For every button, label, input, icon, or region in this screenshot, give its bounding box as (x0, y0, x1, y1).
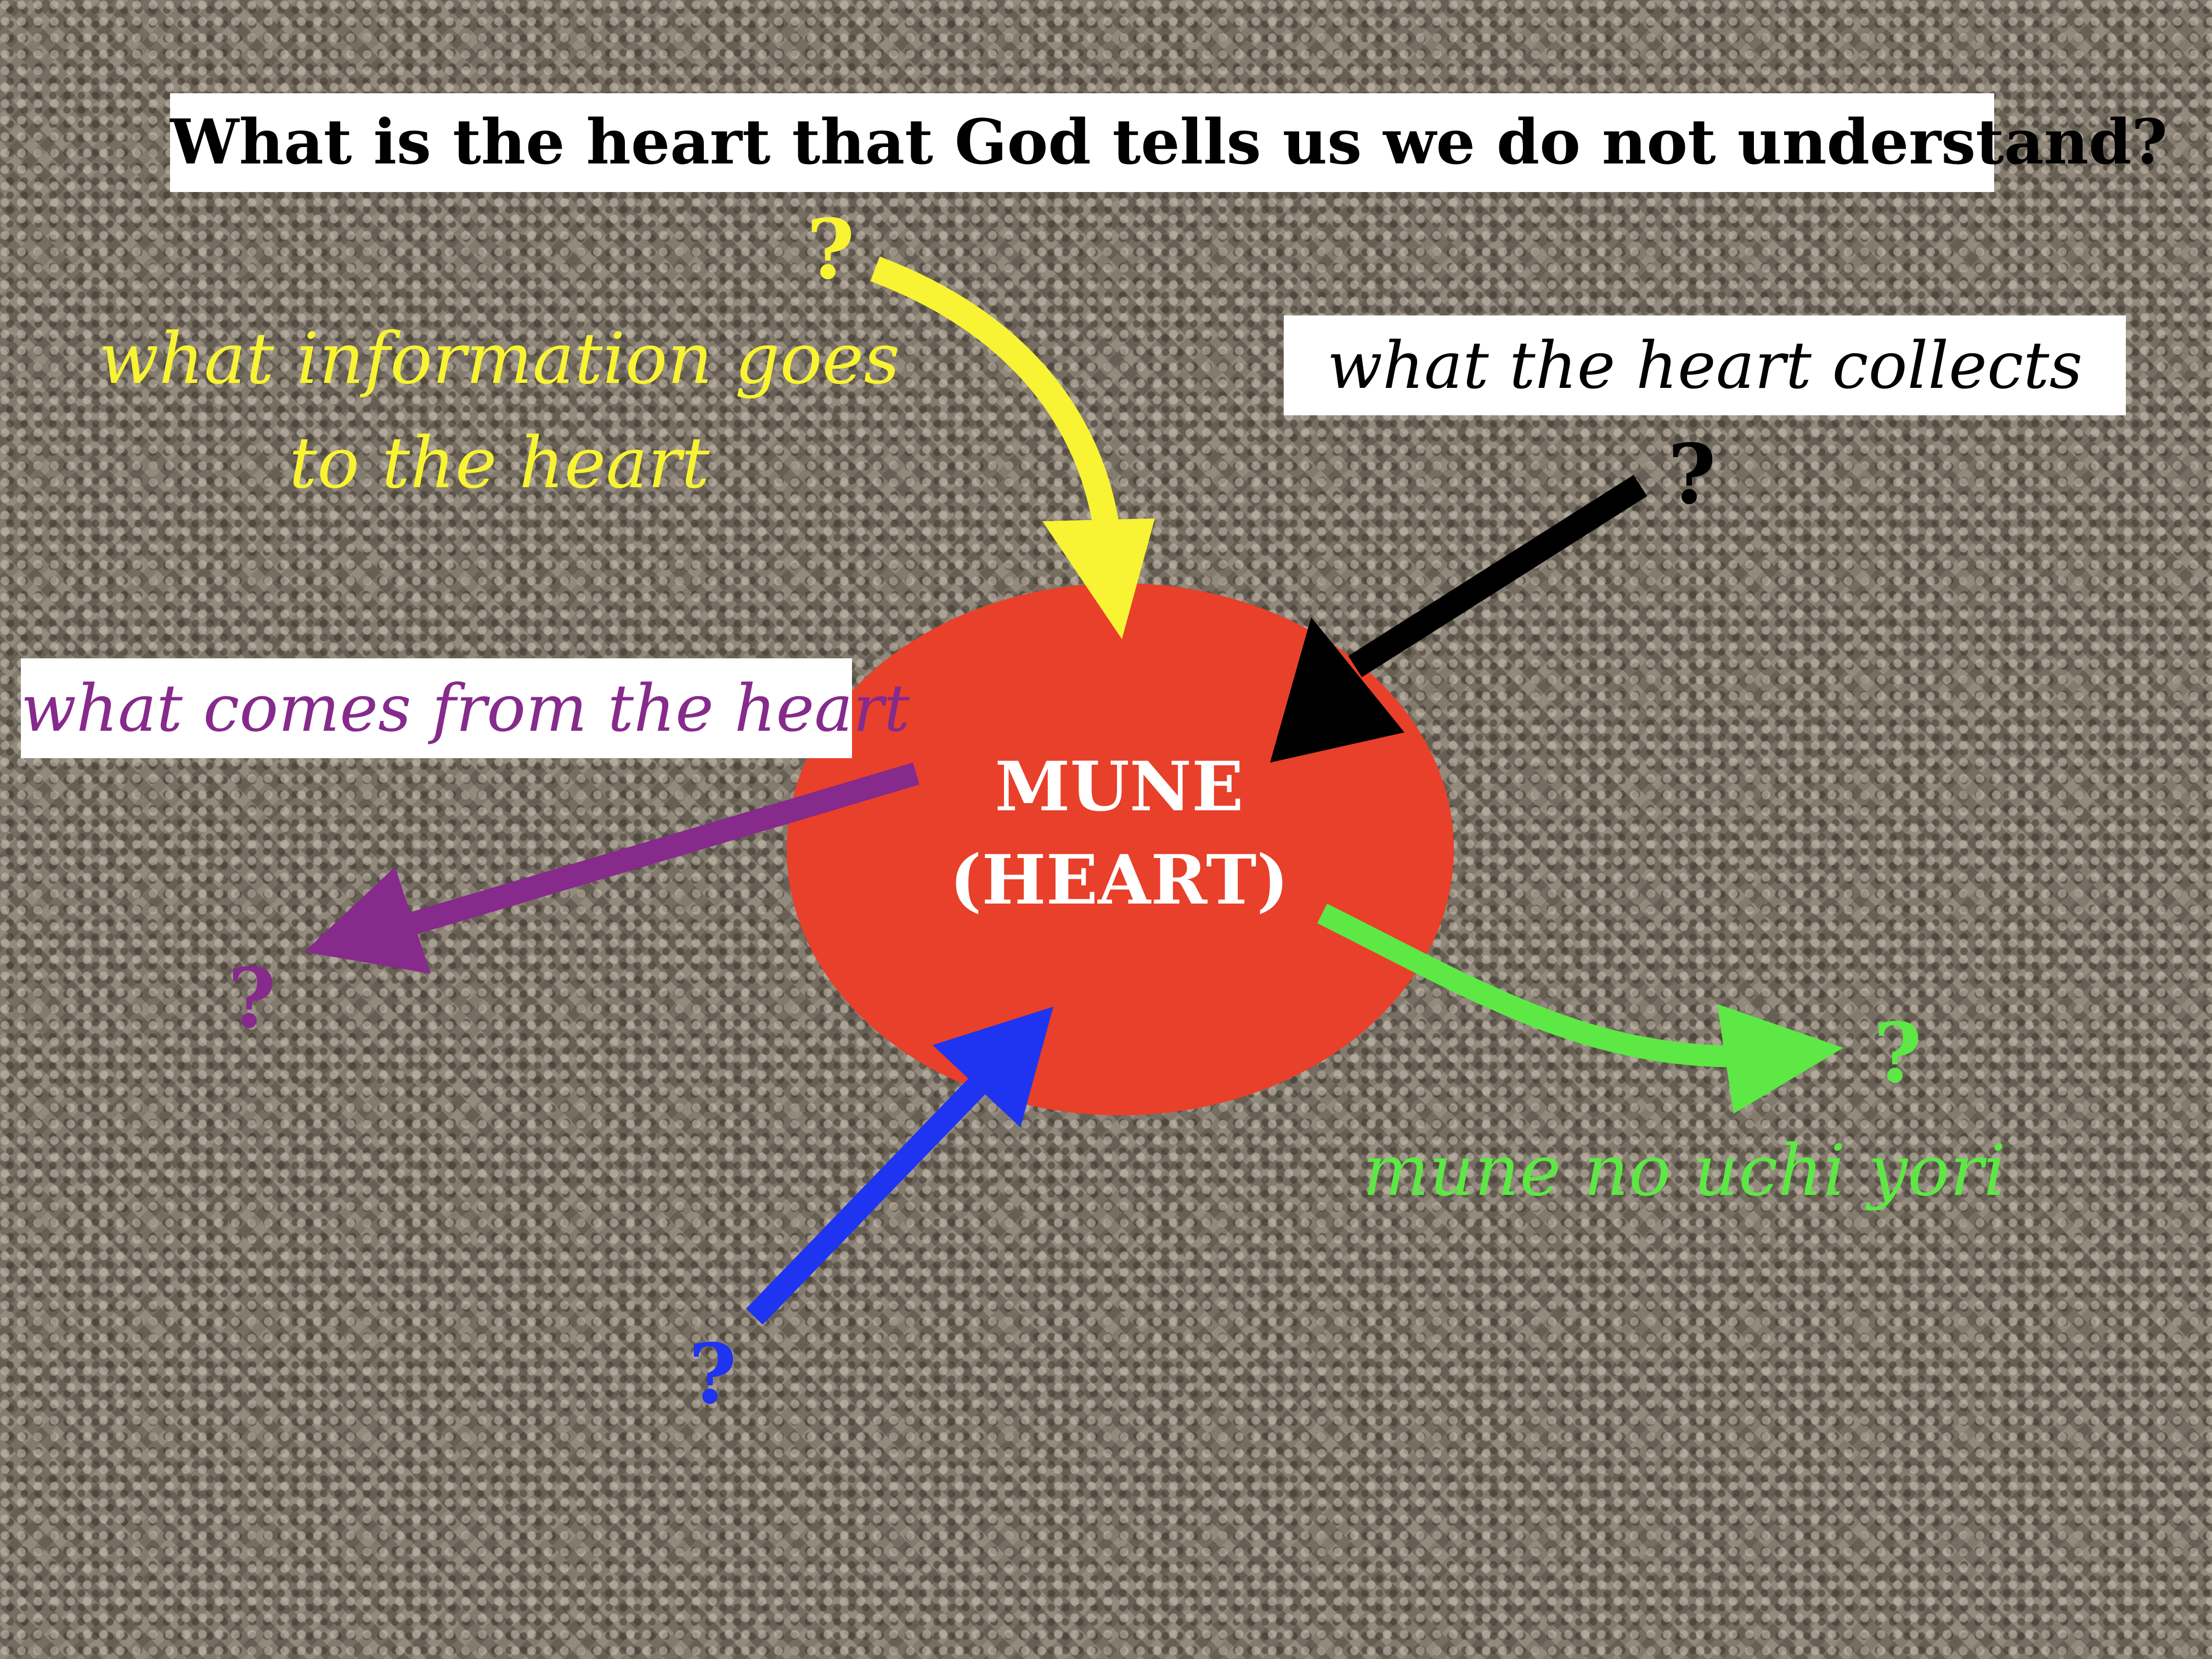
yellow-question-mark: ? (806, 201, 855, 298)
green-arrowhead (1717, 1004, 1843, 1114)
green-arrow (1317, 904, 1756, 1068)
collects-label-box: what the heart collects (1284, 315, 2126, 415)
green-question-mark: ? (1874, 1005, 1922, 1102)
black-arrow (1348, 475, 1647, 678)
page-title: What is the heart that God tells us we d… (170, 106, 2168, 178)
black-question-mark: ? (1668, 426, 1716, 523)
heart-center-label: MUNE (HEART) (911, 741, 1328, 927)
information-label-line1: what information goes (98, 318, 900, 400)
purple-arrow (397, 762, 919, 939)
purple-arrowhead (304, 867, 431, 974)
title-box: What is the heart that God tells us we d… (170, 93, 2168, 192)
collects-label: what the heart collects (1327, 328, 2083, 403)
comes-from-label-box: what comes from the heart (21, 658, 910, 758)
blue-question-mark: ? (689, 1326, 737, 1423)
mune-no-uchi-label: mune no uchi yori (1362, 1130, 2006, 1212)
yellow-arrow (870, 256, 1120, 534)
blue-arrowhead (933, 1007, 1053, 1127)
purple-question-mark: ? (228, 950, 276, 1047)
blue-arrow (746, 1067, 996, 1325)
heart-label-line2: (HEART) (949, 840, 1289, 920)
yellow-arrowhead (1042, 518, 1155, 639)
black-arrowhead (1270, 617, 1404, 763)
comes-from-label: what comes from the heart (21, 670, 910, 746)
information-label-line2: to the heart (289, 422, 710, 504)
heart-label-line1: MUNE (995, 747, 1244, 827)
